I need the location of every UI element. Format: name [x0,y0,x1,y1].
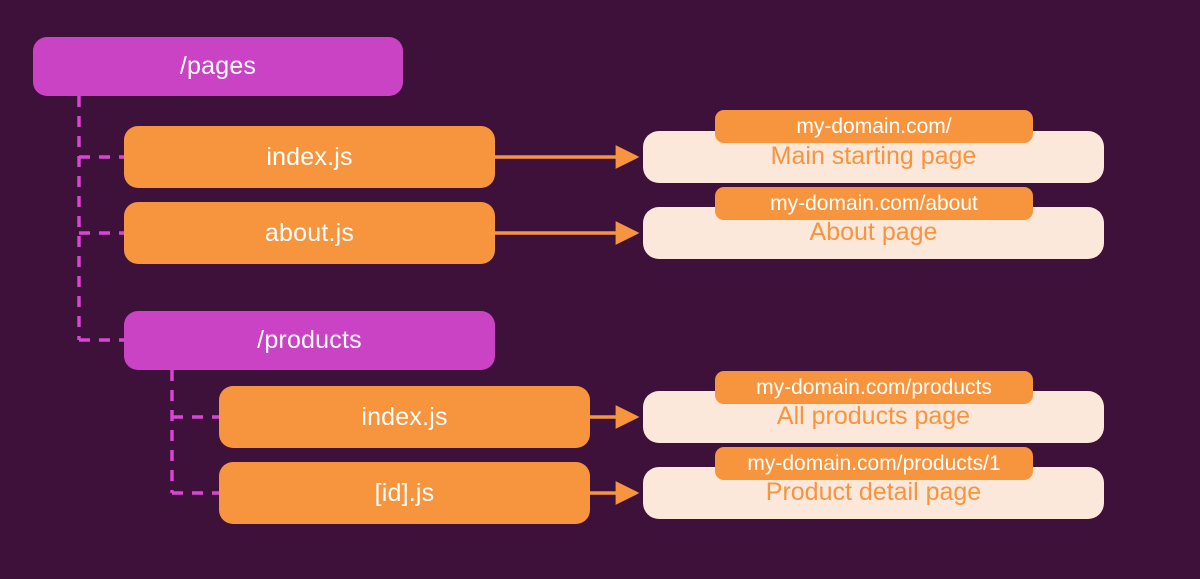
route-url: my-domain.com/products [756,375,992,399]
file-node-about[interactable]: about.js [124,202,495,264]
file-label: about.js [264,218,355,247]
route-url: my-domain.com/ [796,114,952,138]
file-label: index.js [266,142,353,171]
directory-node-products[interactable]: /products [124,311,495,370]
route-url: my-domain.com/about [770,191,978,215]
route-description: Product detail page [765,478,982,506]
file-node-index[interactable]: index.js [124,126,495,188]
route-url-pill-product-detail[interactable]: my-domain.com/products/1 [715,447,1033,480]
route-url-pill-products[interactable]: my-domain.com/products [715,371,1033,404]
route-description: About page [809,218,938,246]
route-url: my-domain.com/products/1 [747,451,1001,475]
file-node-products-index[interactable]: index.js [219,386,590,448]
directory-node-pages[interactable]: /pages [33,37,403,96]
directory-label: /products [257,326,362,354]
directory-label: /pages [179,52,257,80]
file-label: [id].js [374,478,435,507]
route-url-pill-about[interactable]: my-domain.com/about [715,187,1033,220]
file-label: index.js [361,402,448,431]
route-description: Main starting page [770,142,977,170]
route-card-home: Main starting page [643,131,1104,183]
file-node-products-id[interactable]: [id].js [219,462,590,524]
route-url-pill-home[interactable]: my-domain.com/ [715,110,1033,143]
route-description: All products page [776,402,971,430]
